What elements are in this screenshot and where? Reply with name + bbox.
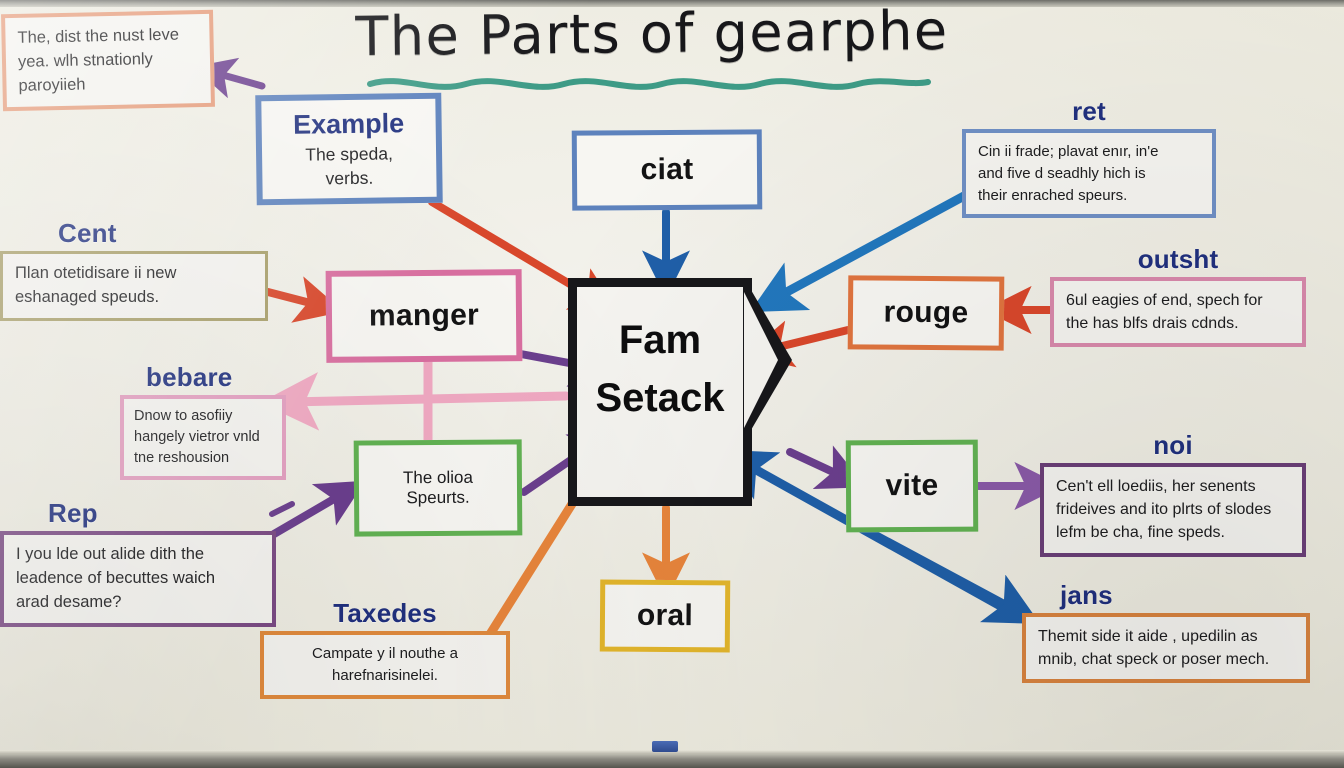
card-cent-heading: Cent (58, 218, 117, 248)
card-bebare-heading: bebare (146, 362, 233, 392)
card-cent-box: Пlan otetidisare ii new eshanaged speuds… (0, 251, 268, 321)
page-title: The Parts of gearphe (355, 0, 949, 69)
card-top-left-body: The, dist the nust leve yea. wlh stnatio… (17, 25, 180, 95)
central-node-point-fill (744, 292, 778, 428)
card-taxedes-heading: Taxedes (333, 598, 437, 628)
node-oral[interactable]: oral (599, 579, 731, 653)
central-node[interactable]: Fam Setack (568, 278, 752, 506)
card-noi-body: Cen't ell loediis, her senents frideives… (1056, 478, 1272, 542)
node-rouge-label: rouge (883, 295, 969, 330)
card-cent-body: Пlan otetidisare ii new eshanaged speuds… (15, 264, 177, 306)
node-green-note[interactable]: The olioa Speurts. (353, 439, 523, 537)
card-bebare-body: Dnow to asofiiy hangely vietror vnld tne… (134, 408, 260, 467)
arrow-vite-to-jans (849, 519, 1041, 624)
title-underline (367, 78, 931, 90)
arrow-rep-to-greennote (270, 480, 366, 538)
card-taxedes-body: Campate y il nouthe a harefnarisinelei. (312, 645, 458, 684)
card-top-left[interactable]: The, dist the nust leve yea. wlh stnatio… (1, 9, 215, 111)
card-outsht[interactable]: outsht 6ul eagies of end, spech for the … (1050, 244, 1306, 348)
card-rep-heading: Rep (48, 498, 98, 528)
card-rep-body: I you lde out alide dith the leadence of… (16, 545, 216, 611)
node-oral-label: oral (636, 598, 694, 633)
card-jans[interactable]: jans Themit side it aide , upedilin as m… (1022, 580, 1310, 684)
card-ret-body: Cin ii frade; plavat enır, in'e and five… (978, 143, 1159, 204)
example-heading: Example (292, 107, 405, 140)
card-jans-box: Themit side it aide , upedilin as mnib, … (1022, 613, 1310, 684)
card-top-left-box: The, dist the nust leve yea. wlh stnatio… (1, 9, 215, 111)
arrow-central-to-vite (786, 445, 867, 489)
whiteboard-bottom-trim (0, 754, 1344, 768)
card-jans-heading: jans (1060, 580, 1113, 610)
card-noi-box: Cen't ell loediis, her senents frideives… (1040, 463, 1306, 557)
card-taxedes[interactable]: Taxedes Campate y il nouthe a harefnaris… (260, 598, 510, 699)
arrow-cent-to-manger (264, 276, 344, 323)
node-vite[interactable]: vite (845, 439, 979, 533)
card-taxedes-box: Campate y il nouthe a harefnarisinelei. (260, 631, 510, 699)
card-noi-heading: noi (1153, 430, 1193, 460)
card-jans-body: Themit side it aide , upedilin as mnib, … (1038, 628, 1270, 669)
node-rouge[interactable]: rouge (847, 275, 1005, 351)
central-node-line2: Setack (595, 376, 725, 420)
card-rep-box: I you lde out alide dith the leadence of… (0, 531, 276, 627)
card-rep[interactable]: Rep I you lde out alide dith the leadenc… (0, 498, 276, 627)
card-outsht-heading: outsht (1137, 244, 1219, 274)
node-vite-label: vite (885, 468, 939, 503)
arrow-central-to-bebare (260, 372, 571, 431)
example-line1: The speda, (305, 143, 393, 165)
green-note-line1: The olioa (402, 467, 473, 488)
green-note-line2: Speurts. (406, 487, 470, 508)
node-manger[interactable]: manger (325, 269, 523, 363)
central-node-line1: Fam (618, 318, 702, 362)
card-outsht-box: 6ul eagies of end, spech for the has blf… (1050, 277, 1306, 348)
card-bebare-box: Dnow to asofiiy hangely vietror vnld tne… (120, 395, 286, 481)
whiteboard-bottom-edge (0, 750, 1344, 754)
whiteboard-top-trim (0, 0, 1344, 7)
card-ret[interactable]: ret Cin ii frade; plavat enır, in'e and … (962, 96, 1216, 219)
card-noi[interactable]: noi Cen't ell loediis, her senents fride… (1040, 430, 1306, 557)
example-line2: verbs. (325, 167, 374, 189)
node-ciat[interactable]: ciat (571, 129, 763, 211)
arrow-example-to-topleft (193, 57, 266, 99)
card-ret-box: Cin ii frade; plavat enır, in'e and five… (962, 129, 1216, 219)
card-bebare[interactable]: bebare Dnow to asofiiy hangely vietror v… (120, 362, 286, 481)
node-example[interactable]: Example The speda, verbs. (255, 92, 443, 206)
magnet[interactable] (652, 741, 678, 752)
title-block: The Parts of gearphe (352, 0, 952, 90)
node-ciat-label: ciat (640, 152, 694, 187)
card-cent[interactable]: Cent Пlan otetidisare ii new eshanaged s… (0, 218, 268, 321)
card-ret-heading: ret (1072, 96, 1106, 126)
card-outsht-body: 6ul eagies of end, spech for the has blf… (1066, 292, 1263, 333)
node-manger-label: manger (368, 298, 480, 333)
